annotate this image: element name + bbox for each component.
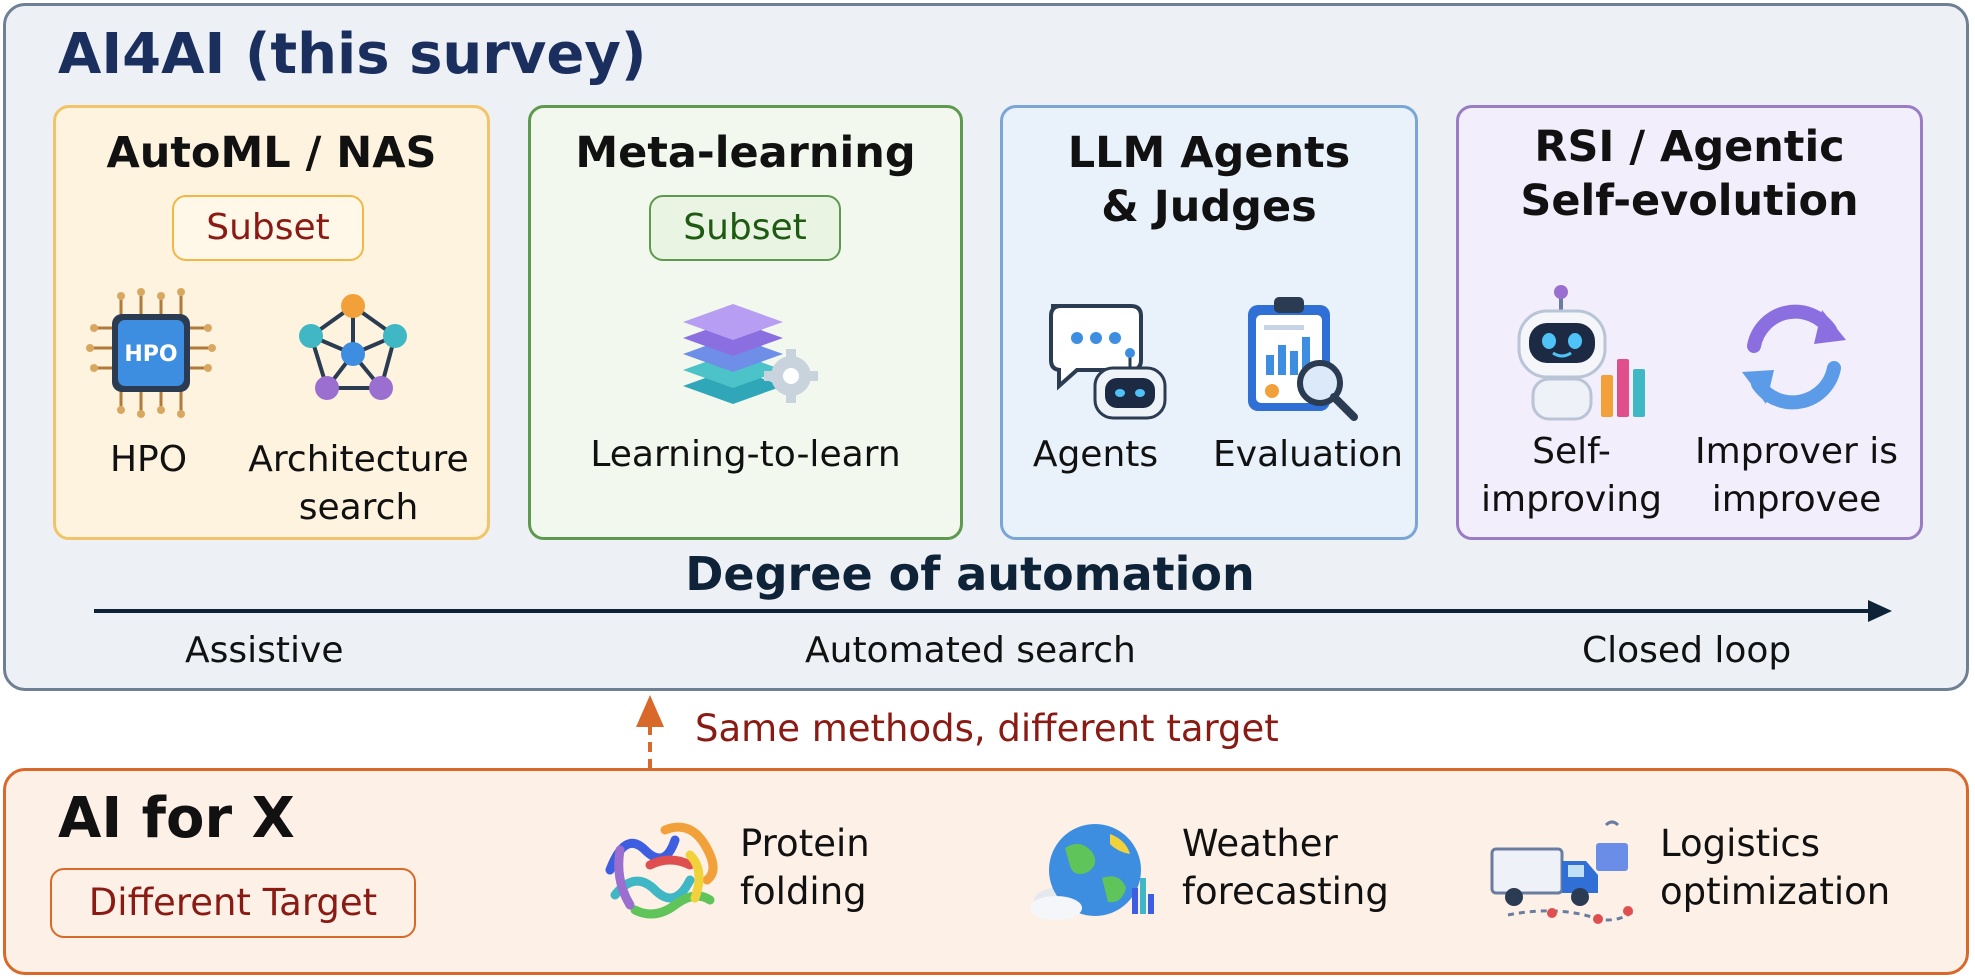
card-automl-badge: Subset	[172, 195, 364, 261]
card-llm-item-agents: Agents	[1032, 434, 1159, 475]
same-methods-arrow	[636, 695, 664, 769]
card-meta-title: Meta-learning	[575, 128, 916, 178]
ai4ai-title: AI4AI (this survey)	[58, 22, 647, 87]
different-target-badge: Different Target	[50, 868, 416, 938]
card-meta-item-learning: Learning-to-learn	[590, 434, 901, 475]
card-automl-item-hpo: HPO	[109, 439, 188, 480]
same-methods-text: Same methods, different target	[695, 707, 1279, 750]
globe-icon	[1030, 824, 1154, 920]
truck-icon	[1490, 820, 1635, 924]
card-meta: Meta-learning Subset Learning-to-learn	[528, 105, 963, 540]
card-rsi-title: RSI / Agentic Self-evolution	[1520, 122, 1859, 226]
card-rsi-item-improver: Improver is improvee	[1694, 431, 1899, 520]
hpo-chip-text: HPO	[124, 342, 177, 367]
card-automl-item-arch: Architecture search	[248, 439, 469, 528]
card-rsi-item-self-improving: Self- improving	[1481, 431, 1662, 520]
axis-label-closed-loop: Closed loop	[1582, 630, 1792, 671]
chat-robot-icon	[1049, 304, 1167, 420]
card-automl-title: AutoML / NAS	[106, 128, 437, 178]
clipboard-chart-icon	[1248, 297, 1358, 421]
network-graph-icon	[299, 294, 407, 400]
layers-gear-icon	[683, 304, 818, 404]
axis-title: Degree of automation	[685, 547, 1255, 601]
axis-label-assistive: Assistive	[185, 630, 344, 671]
axis-label-automated-search: Automated search	[805, 630, 1136, 671]
protein-icon	[605, 822, 718, 919]
card-automl: AutoML / NAS Subset HPO HPO Architec	[53, 105, 490, 540]
automation-axis-arrow	[94, 600, 1892, 622]
card-rsi: RSI / Agentic Self-evolution Self- impro…	[1456, 105, 1923, 540]
refresh-cycle-icon	[1742, 304, 1846, 410]
card-llm-item-evaluation: Evaluation	[1213, 434, 1403, 475]
card-meta-badge: Subset	[649, 195, 841, 261]
card-llm: LLM Agents & Judges Agents Evaluation	[1000, 105, 1418, 540]
app-label-protein: Protein folding	[740, 822, 870, 913]
hpo-chip-icon: HPO	[86, 288, 216, 418]
app-label-logistics: Logistics optimization	[1660, 822, 1891, 913]
robot-chart-icon	[1517, 285, 1645, 421]
app-label-weather: Weather forecasting	[1182, 822, 1389, 913]
ai-for-x-title: AI for X	[58, 786, 295, 851]
card-llm-title: LLM Agents & Judges	[1067, 128, 1351, 232]
